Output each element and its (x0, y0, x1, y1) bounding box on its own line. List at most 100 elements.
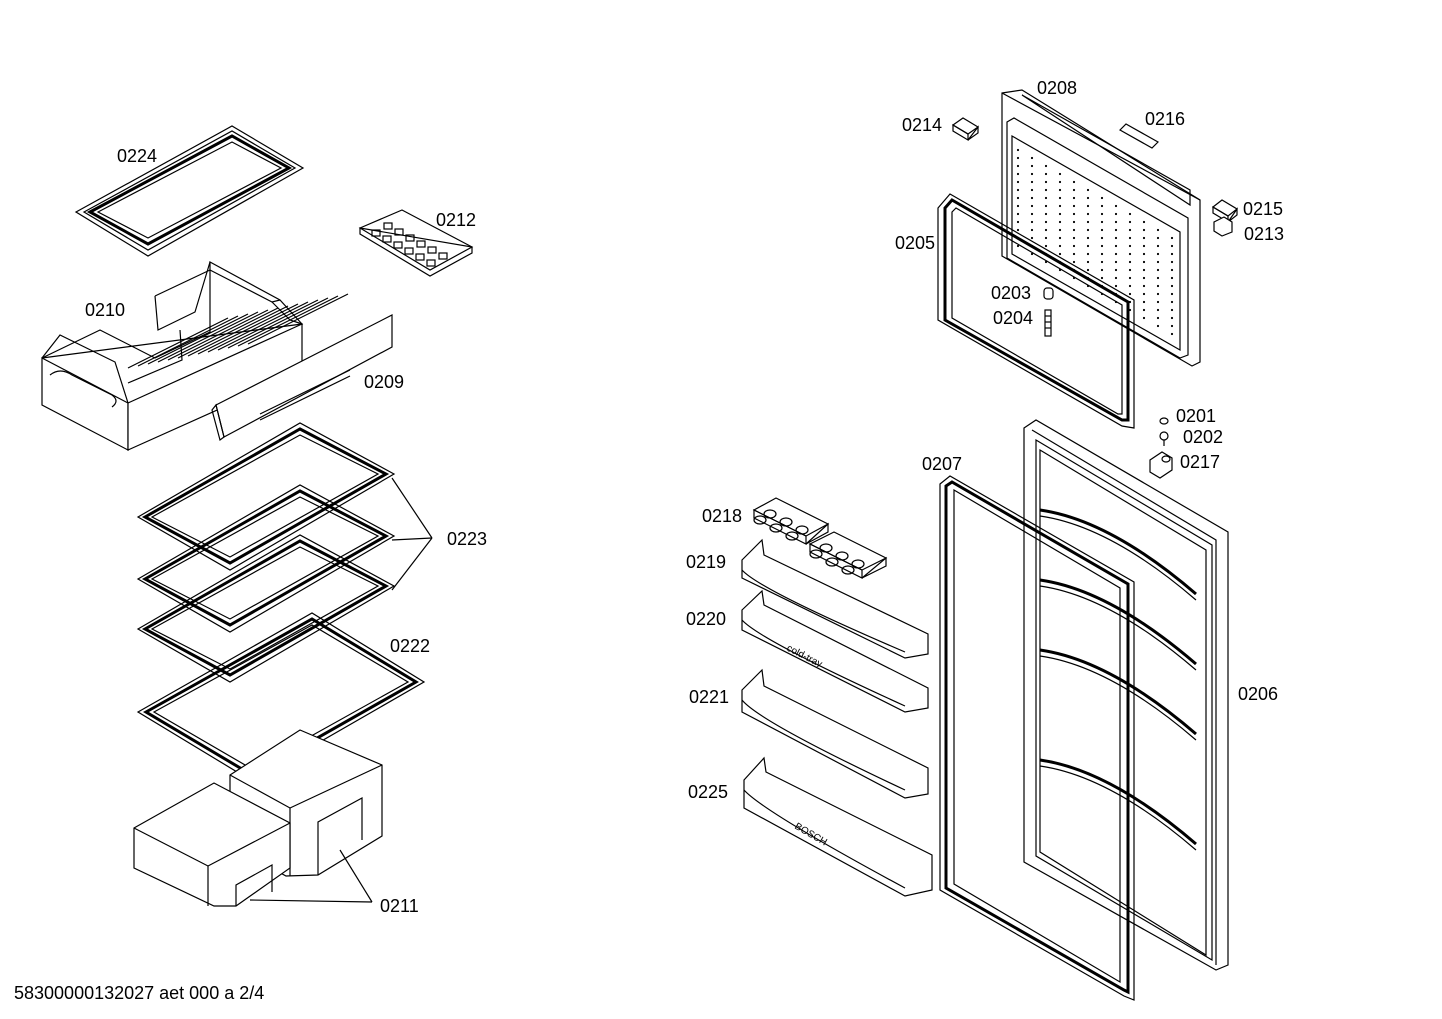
door-dot (1114, 276, 1118, 280)
drawer-slat (217, 299, 319, 351)
ice-cube-cell (404, 247, 414, 255)
door-dot (1044, 164, 1048, 168)
door-dot (1072, 180, 1076, 184)
door-dot (1086, 260, 1090, 264)
door-dot (1030, 156, 1034, 160)
door-dot (1156, 268, 1160, 272)
drawer-slat (137, 315, 239, 367)
part-0220-door-shelf (741, 589, 929, 713)
door-dot (1030, 220, 1034, 224)
egg-cup (795, 525, 809, 535)
door-dot (1114, 260, 1118, 264)
glass-shelf-inner (150, 496, 380, 620)
door-dot (1016, 244, 1020, 248)
label-0202: 0202 (1183, 427, 1223, 447)
door-dot (1156, 260, 1160, 264)
door-dot (1142, 284, 1146, 288)
egg-cup (809, 549, 823, 559)
part-0223-glass-shelves (136, 422, 433, 683)
drawer-slat (157, 311, 259, 363)
door-dot (1156, 236, 1160, 240)
door-dot (1170, 292, 1174, 296)
label-0206: 0206 (1238, 684, 1278, 704)
door-dot (1170, 316, 1174, 320)
door-dot (1128, 244, 1132, 248)
door-dot (1142, 244, 1146, 248)
door-dot (1030, 204, 1034, 208)
door-dot (1044, 236, 1048, 240)
door-dot (1086, 268, 1090, 272)
label-0203: 0203 (991, 283, 1031, 303)
door-dot (1170, 324, 1174, 328)
ice-cube-cell (382, 235, 392, 243)
door-dot (1030, 236, 1034, 240)
part-0221-door-shelf (741, 668, 929, 799)
part-0206-fridge-door (1023, 419, 1229, 971)
door-dot (1086, 196, 1090, 200)
door-dot (1086, 188, 1090, 192)
door-inner-ridge (1039, 508, 1197, 596)
ice-cube-cell (394, 228, 404, 236)
part-0201-washer (1159, 417, 1169, 425)
glass-shelf-trim (141, 489, 390, 627)
door-dot (1128, 236, 1132, 240)
door-dot (1058, 244, 1062, 248)
glass-shelf-outer (136, 484, 396, 633)
door-dot (1142, 260, 1146, 264)
ice-cube-cell (393, 241, 403, 249)
label-0210: 0210 (85, 300, 125, 320)
glass-shelf-trim (141, 427, 390, 565)
label-0223: 0223 (447, 529, 487, 549)
label-0224: 0224 (117, 146, 157, 166)
door-dot (1100, 220, 1104, 224)
door-dot (1142, 276, 1146, 280)
door-dot (1030, 188, 1034, 192)
drawer-slat (237, 295, 339, 347)
door-dot (1016, 156, 1020, 160)
ice-cube-cell (426, 259, 436, 267)
label-0217: 0217 (1180, 452, 1220, 472)
ice-cube-cell (383, 222, 393, 230)
door-dot (1128, 260, 1132, 264)
egg-cup (753, 515, 767, 525)
door-dot (1030, 164, 1034, 168)
door-dot (1044, 212, 1048, 216)
door-inner-ridge-shadow (1039, 765, 1197, 851)
label-0221: 0221 (689, 687, 729, 707)
egg-cup (835, 551, 849, 561)
door-dot (1142, 268, 1146, 272)
door-dot (1156, 324, 1160, 328)
drawer-slat (197, 303, 299, 355)
label-0213: 0213 (1244, 224, 1284, 244)
door-dot (1072, 260, 1076, 264)
door-dot (1072, 244, 1076, 248)
door-dot (1142, 300, 1146, 304)
door-dot (1044, 188, 1048, 192)
door-dot (1100, 212, 1104, 216)
door-dot (1142, 292, 1146, 296)
door-dot (1072, 188, 1076, 192)
ice-cube-cell (405, 234, 415, 242)
ice-cube-cell (416, 240, 426, 248)
door-dot (1128, 228, 1132, 232)
egg-cup (825, 557, 839, 567)
part-0210-freezer-drawer (41, 260, 349, 451)
door-dot (1058, 172, 1062, 176)
door-dot (1058, 188, 1062, 192)
part-0207-fridge-gasket (939, 475, 1135, 1001)
door-dot (1030, 228, 1034, 232)
door-dot (1058, 212, 1062, 216)
door-dot (1100, 204, 1104, 208)
drawer-slat (247, 293, 349, 345)
part-0218-egg-trays (752, 497, 888, 579)
door-dot (1058, 252, 1062, 256)
part-0204-screw (1044, 309, 1052, 337)
door-dot (1142, 236, 1146, 240)
egg-cup (763, 509, 777, 519)
door-dot (1170, 268, 1174, 272)
egg-cup (819, 543, 833, 553)
drawer-slat (177, 307, 279, 359)
door-dot (1058, 196, 1062, 200)
door-dot (1100, 252, 1104, 256)
